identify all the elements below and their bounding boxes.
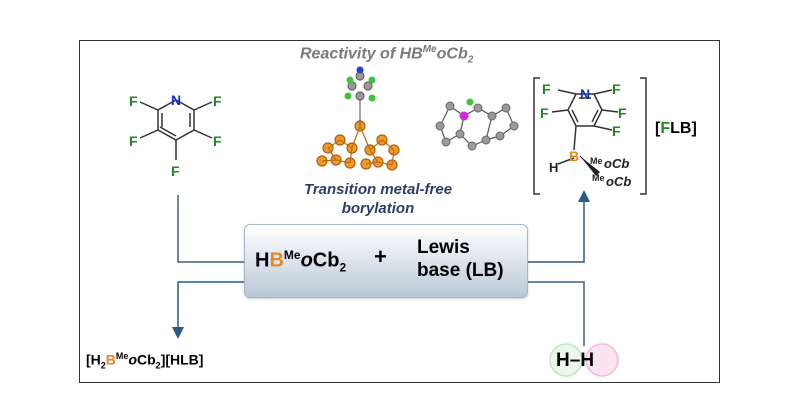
borane-reagent: HBMeoCb2 [255,248,347,275]
svg-text:F: F [129,93,138,109]
svg-text:oCb: oCb [604,156,629,171]
svg-text:Me: Me [592,173,605,183]
lewis-base-label: Lewis base (LB) [417,237,504,281]
line-pyridine-to-box [177,195,244,263]
svg-text:F: F [612,123,621,139]
carborane-structure [316,66,400,171]
crystal-structure-images [316,66,519,171]
flb-label: [FLB] [655,120,697,137]
product-brackets [533,77,647,195]
svg-text:F: F [542,81,551,97]
svg-text:F: F [213,133,222,149]
svg-text:N: N [580,86,590,102]
svg-text:F: F [540,105,549,121]
phosphine-structure [435,98,519,151]
svg-text:oCb: oCb [606,174,631,189]
hydrogen-molecule: H–H [556,350,595,371]
svg-text:H: H [549,160,558,175]
arrow-to-product-left [172,281,244,339]
line-to-h2 [526,281,585,346]
svg-text:F: F [171,163,180,179]
svg-text:F: F [213,93,222,109]
product-borohydride-salt: [H2BMeoCb2][HLB] [86,351,204,371]
figure-title: Reactivity of HBMeoCb2 [300,44,474,66]
svg-text:F: F [129,133,138,149]
svg-text:Me: Me [590,156,603,166]
svg-text:B: B [569,148,579,164]
h2-halos [549,343,619,377]
transition-metal-free-caption: Transition metal-free borylation [303,181,453,217]
figure-frame [79,40,720,383]
svg-text:N: N [171,92,181,108]
pentafluoropyridine-structure: N F F F F F [129,92,222,179]
borylated-pyridine-structure: N F F F F F B H Me oCb Me oCb [533,77,647,195]
svg-text:F: F [618,105,627,121]
arrow-to-product-right [526,190,590,263]
svg-text:F: F [612,81,621,97]
plus-sign: + [374,244,387,269]
reagent-box [244,224,528,298]
